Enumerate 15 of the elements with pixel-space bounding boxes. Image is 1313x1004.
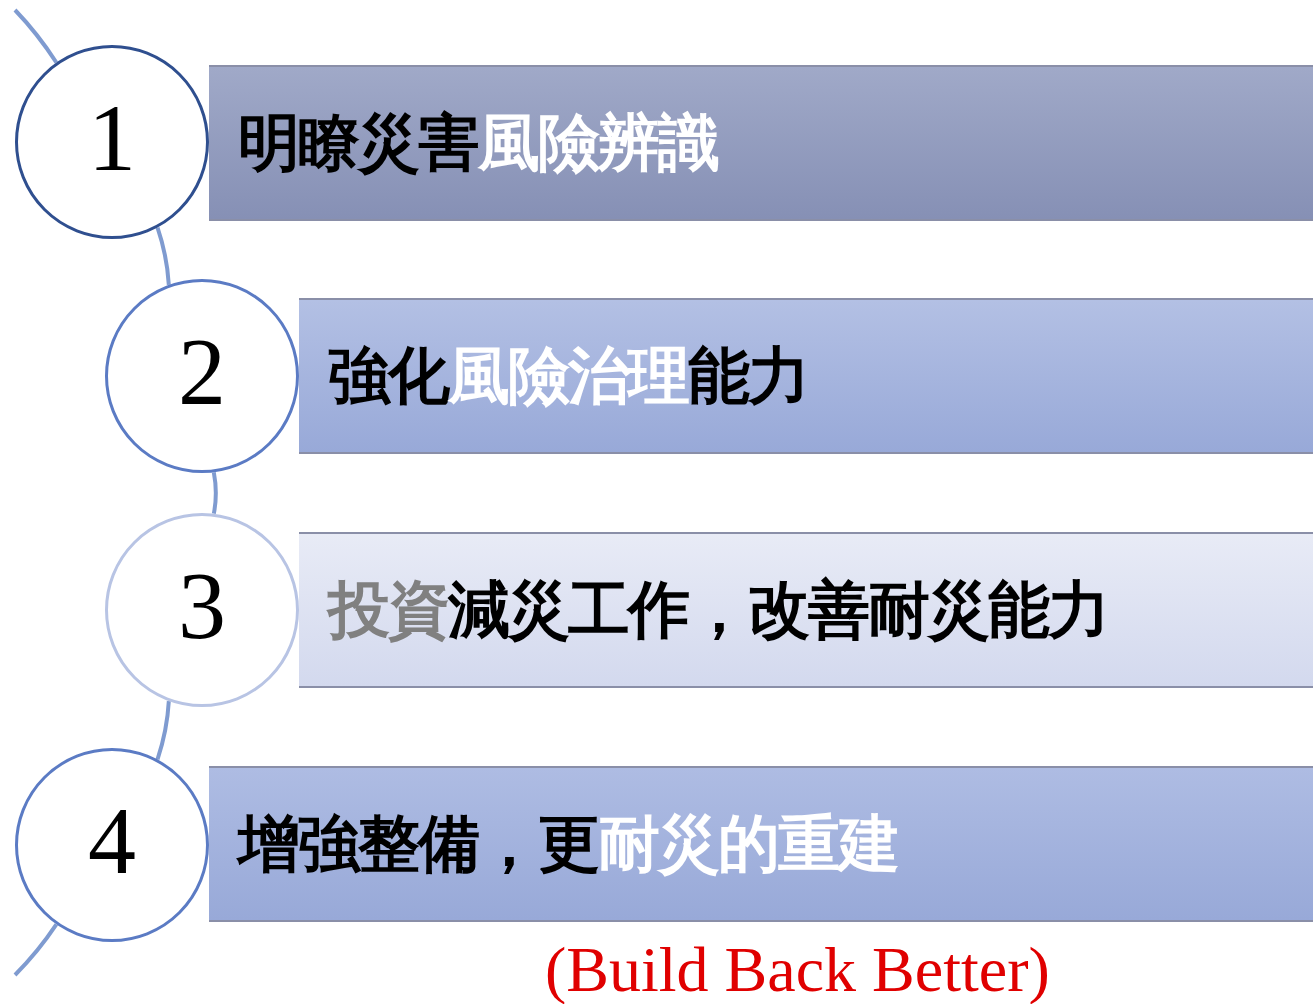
connector-line xyxy=(155,701,171,760)
step-text: 增強整備，更耐災的重建 xyxy=(238,806,898,882)
step-band xyxy=(209,766,1313,922)
step-number: 4 xyxy=(88,793,136,890)
step-number: 2 xyxy=(178,324,226,421)
step-band xyxy=(299,532,1313,688)
step-band xyxy=(299,298,1313,454)
connector-line xyxy=(155,227,171,285)
step-number: 1 xyxy=(88,90,136,187)
step-band xyxy=(209,65,1313,221)
step-text: 強化風險治理能力 xyxy=(328,338,808,414)
step-text: 投資減災工作，改善耐災能力 xyxy=(328,572,1108,648)
connector-line xyxy=(211,471,218,515)
step-number: 3 xyxy=(178,558,226,655)
step-text: 明瞭災害風險辨識 xyxy=(238,105,718,181)
